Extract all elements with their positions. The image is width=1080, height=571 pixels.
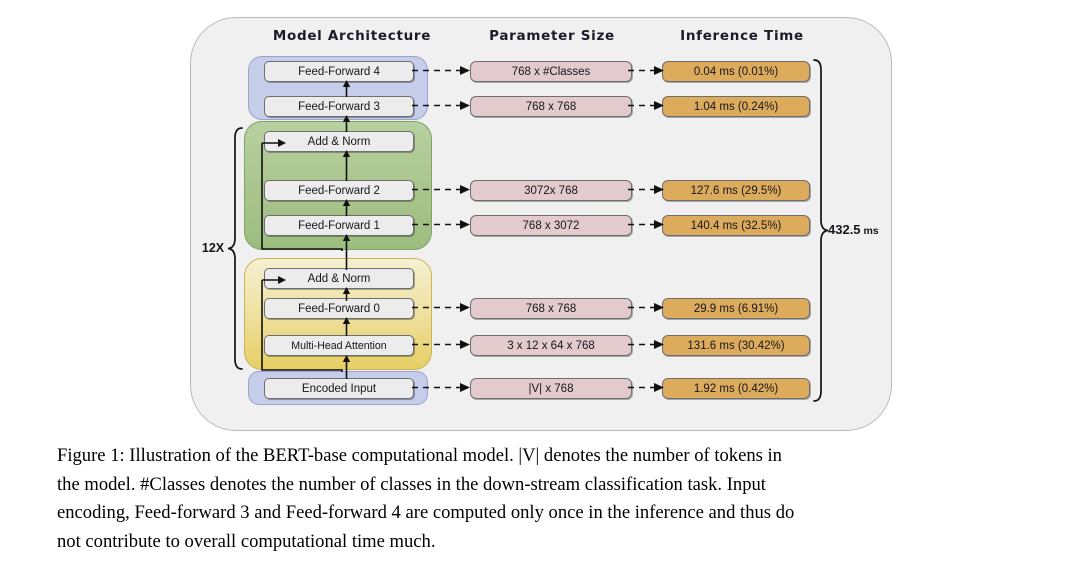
loop-count-label: 12X (201, 241, 225, 255)
total-inference-time-label: 432.5 ms (828, 222, 898, 237)
param-box-feed-forward-2[interactable]: 3072x 768 (470, 180, 632, 201)
node-feed-forward-4[interactable]: Feed-Forward 4 (264, 61, 414, 82)
total-time-brace-right (812, 58, 828, 403)
residual-connection-green (256, 133, 348, 251)
time-box-feed-forward-3[interactable]: 1.04 ms (0.24%) (662, 96, 810, 117)
time-box-feed-forward-4[interactable]: 0.04 ms (0.01%) (662, 61, 810, 82)
time-box-encoded-input[interactable]: 1.92 ms (0.42%) (662, 378, 810, 399)
connector-ff1-param-to-time (628, 219, 666, 230)
connector-ff0-param-to-time (628, 302, 666, 313)
column-header-inference-time: Inference Time (680, 28, 804, 44)
figure-caption: Figure 1: Illustration of the BERT-base … (57, 442, 1023, 556)
flow-arrow-ff3-to-ff4 (341, 80, 352, 97)
flow-arrow-mha-to-ff0 (341, 317, 352, 336)
residual-connection-yellow (256, 270, 348, 372)
time-box-multi-head-attention[interactable]: 131.6 ms (30.42%) (662, 335, 810, 356)
total-inference-time-value: 432.5 (828, 222, 861, 237)
caption-line-1: Figure 1: Illustration of the BERT-base … (57, 445, 782, 466)
param-box-feed-forward-1[interactable]: 768 x 3072 (470, 215, 632, 236)
caption-line-4: not contribute to overall computational … (57, 530, 436, 552)
connector-ff1-node-to-param (412, 219, 472, 230)
connector-ff4-node-to-param (412, 65, 472, 76)
param-box-multi-head-attention[interactable]: 3 x 12 x 64 x 768 (470, 335, 632, 356)
node-feed-forward-1[interactable]: Feed-Forward 1 (264, 215, 414, 236)
node-feed-forward-3[interactable]: Feed-Forward 3 (264, 96, 414, 117)
param-box-feed-forward-3[interactable]: 768 x 768 (470, 96, 632, 117)
connector-mha-node-to-param (412, 339, 472, 350)
connector-ff2-param-to-time (628, 184, 666, 195)
caption-line-3: encoding, Feed-forward 3 and Feed-forwar… (57, 502, 795, 523)
time-box-feed-forward-2[interactable]: 127.6 ms (29.5%) (662, 180, 810, 201)
connector-ff0-node-to-param (412, 302, 472, 313)
connector-mha-param-to-time (628, 339, 666, 350)
node-add-norm-lower[interactable]: Add & Norm (264, 268, 414, 289)
node-feed-forward-0[interactable]: Feed-Forward 0 (264, 298, 414, 319)
time-box-feed-forward-1[interactable]: 140.4 ms (32.5%) (662, 215, 810, 236)
flow-arrow-addnorm-to-ff3 (341, 115, 352, 132)
param-box-feed-forward-4[interactable]: 768 x #Classes (470, 61, 632, 82)
node-multi-head-attention[interactable]: Multi-Head Attention (264, 335, 414, 356)
connector-ff3-param-to-time (628, 100, 666, 111)
total-inference-time-unit: ms (860, 225, 879, 237)
node-encoded-input[interactable]: Encoded Input (264, 378, 414, 399)
connector-ff4-param-to-time (628, 65, 666, 76)
node-add-norm-upper[interactable]: Add & Norm (264, 131, 414, 152)
flow-arrow-ff2-to-addnorm-upper (341, 150, 352, 181)
flow-arrow-ff1-to-ff2 (341, 199, 352, 216)
param-box-feed-forward-0[interactable]: 768 x 768 (470, 298, 632, 319)
flow-arrow-encoded-input-to-mha (341, 355, 352, 379)
column-header-parameter-size: Parameter Size (489, 28, 615, 44)
column-header-model-architecture: Model Architecture (272, 28, 432, 44)
loop-brace-left (228, 126, 244, 371)
connector-encoded-input-node-to-param (412, 382, 472, 393)
flow-arrow-ff0-to-addnorm-lower (341, 287, 352, 301)
connector-ff3-node-to-param (412, 100, 472, 111)
flow-arrow-addnorm-lower-to-ff1 (341, 234, 352, 270)
time-box-feed-forward-0[interactable]: 29.9 ms (6.91%) (662, 298, 810, 319)
node-feed-forward-2[interactable]: Feed-Forward 2 (264, 180, 414, 201)
connector-ff2-node-to-param (412, 184, 472, 195)
connector-encoded-input-param-to-time (628, 382, 666, 393)
caption-line-2: the model. #Classes denotes the number o… (57, 473, 766, 495)
param-box-encoded-input[interactable]: |V| x 768 (470, 378, 632, 399)
